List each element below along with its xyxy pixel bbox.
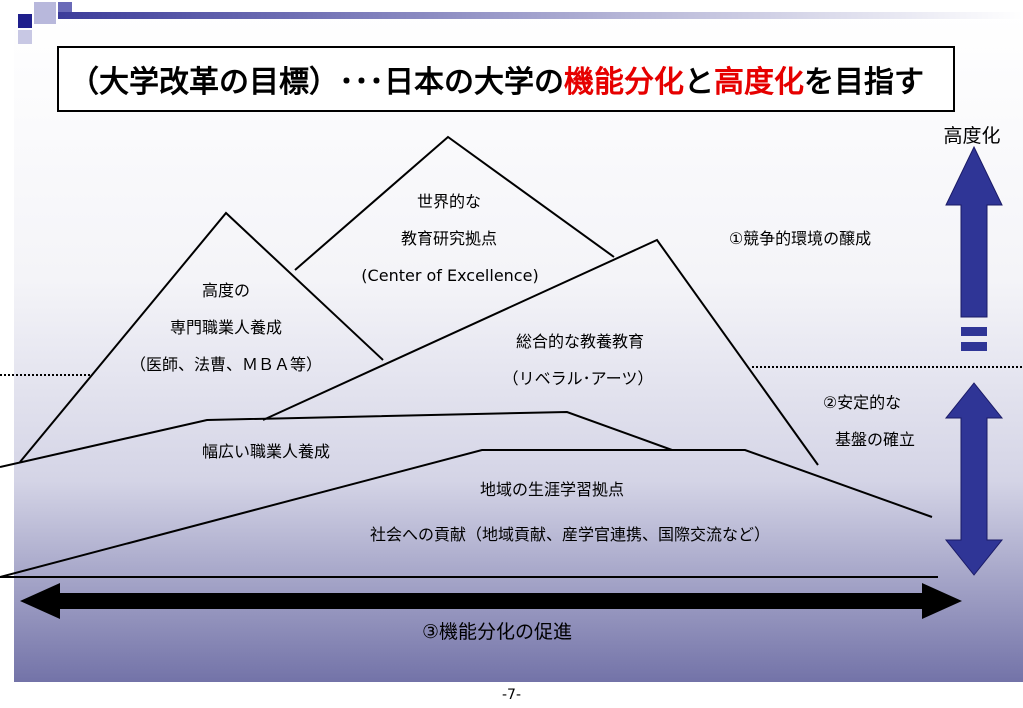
- peak-world-line2: 教育研究拠点: [400, 229, 498, 248]
- slide-background: [14, 12, 1023, 682]
- peak-liberal-arts-line1: 総合的な教養教育: [515, 332, 645, 351]
- peak-world-line1: 世界的な: [416, 192, 482, 211]
- functional-differentiation-label: ③機能分化の促進: [421, 621, 573, 643]
- regional-line2: 社会への貢献（地域貢献、産学官連携、国際交流など）: [369, 525, 771, 544]
- peak-professional-line3: （医師、法曹、ＭＢＡ等）: [129, 355, 323, 374]
- arrow-stripe: [961, 342, 987, 351]
- advancement-label: 高度化: [943, 125, 1001, 147]
- peak-liberal-arts-line2: （リベラル･アーツ）: [502, 369, 654, 388]
- peak-professional-line1: 高度の: [201, 281, 251, 300]
- corner-square-light: [34, 2, 56, 24]
- title-part: と: [684, 65, 714, 100]
- plateau-vocational-label: 幅広い職業人養成: [201, 442, 331, 461]
- competition-label: ①競争的環境の醸成: [728, 229, 872, 248]
- peak-world-line3: (Center of Excellence): [361, 266, 539, 285]
- page-title: （大学改革の目標）･･･日本の大学の機能分化と高度化を目指す: [57, 46, 955, 112]
- double-arrow-functional-differentiation: [20, 583, 962, 619]
- plateau-vocational-outline: [0, 410, 673, 468]
- title-part: を目指す: [804, 65, 924, 100]
- corner-square-blue: [58, 2, 72, 14]
- corner-square-dark: [18, 14, 32, 28]
- stable-foundation-line2: 基盤の確立: [834, 430, 916, 449]
- up-arrow-advancement: [945, 145, 1003, 318]
- peak-professional-outline: [19, 211, 384, 463]
- plateau-regional-outline: [0, 449, 933, 578]
- stable-foundation-line1: ②安定的な: [822, 393, 902, 412]
- title-highlight: 高度化: [714, 65, 804, 100]
- peak-professional-line2: 専門職業人養成: [169, 318, 283, 337]
- regional-line1: 地域の生涯学習拠点: [479, 480, 625, 499]
- peak-world-center-outline: [294, 135, 615, 271]
- title-part: （大学改革の目標）･･･日本の大学の: [69, 65, 564, 100]
- arrow-stripe: [961, 327, 987, 336]
- double-arrow-stable-foundation: [944, 382, 1004, 576]
- header-bar: [58, 12, 1023, 19]
- corner-square-light: [18, 30, 32, 44]
- peak-liberal-arts-outline: [262, 238, 819, 466]
- page-number: -7-: [501, 687, 521, 703]
- title-highlight: 機能分化: [564, 65, 684, 100]
